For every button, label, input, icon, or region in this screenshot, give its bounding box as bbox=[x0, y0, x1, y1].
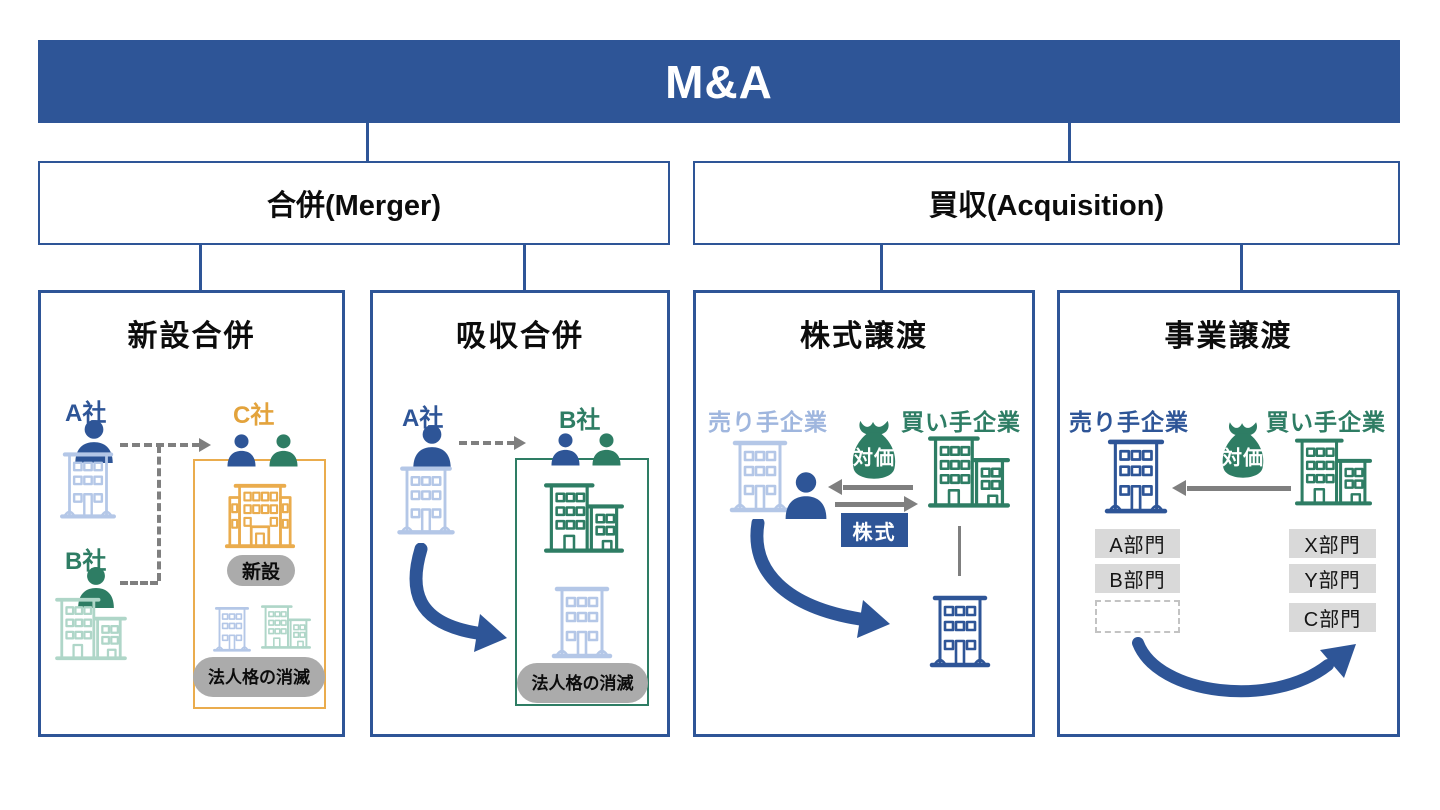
building-icon bbox=[1295, 426, 1372, 518]
dashed-connector-line bbox=[157, 445, 161, 581]
building-icon bbox=[928, 427, 1010, 517]
branch-acquisition: 買収(Acquisition) bbox=[693, 161, 1400, 245]
building-icon bbox=[261, 600, 311, 654]
dept-box-c: C部門 bbox=[1289, 603, 1376, 632]
person-icon bbox=[225, 431, 258, 469]
dashed-arrowhead-icon bbox=[199, 438, 211, 452]
dept-box-b: B部門 bbox=[1095, 564, 1180, 593]
arrowhead-right-icon bbox=[904, 496, 918, 512]
dashed-connector-line bbox=[120, 581, 158, 585]
seller-label: 売り手企業 bbox=[708, 409, 828, 435]
company-b-label: B社 bbox=[559, 407, 601, 434]
dept-box-a: A部門 bbox=[1095, 529, 1180, 558]
connector-acq-kabushiki bbox=[880, 245, 883, 290]
connector-merger-shinsetsu bbox=[199, 245, 202, 290]
dept-box-x: X部門 bbox=[1289, 529, 1376, 558]
dissolution-pill: 法人格の消滅 bbox=[517, 663, 648, 703]
money-bag-icon: 対価 bbox=[1215, 418, 1271, 488]
consideration-arrow-line bbox=[1187, 486, 1291, 491]
person-icon bbox=[782, 467, 830, 523]
consideration-arrow-line bbox=[843, 485, 913, 490]
building-icon bbox=[925, 591, 995, 671]
building-icon bbox=[210, 604, 254, 654]
panel-title: 吸収合併 bbox=[456, 320, 584, 353]
building-icon bbox=[1104, 434, 1168, 518]
seller-label: 売り手企業 bbox=[1069, 409, 1189, 435]
dashed-arrowhead-icon bbox=[514, 436, 526, 450]
connector-acq-jigyo bbox=[1240, 245, 1243, 290]
building-icon bbox=[544, 479, 624, 557]
panel-jigyo-joto: 事業譲渡 売り手企業 対価 買い手企業 A部門 bbox=[1057, 290, 1400, 737]
branch-merger-label: 合併(Merger) bbox=[266, 190, 441, 222]
dept-box-transferred-empty bbox=[1095, 600, 1180, 633]
building-icon bbox=[396, 462, 456, 538]
branch-acquisition-label: 買収(Acquisition) bbox=[928, 190, 1165, 222]
new-company-frame: 新設 法人格の消滅 bbox=[193, 434, 326, 709]
stock-arrow-line bbox=[835, 502, 905, 507]
building-icon bbox=[58, 448, 118, 522]
root-title-banner: M&A bbox=[38, 40, 1400, 123]
arrowhead-left-icon bbox=[1172, 480, 1186, 496]
panel-title: 事業譲渡 bbox=[1164, 320, 1293, 353]
company-c-label: C社 bbox=[233, 402, 275, 429]
ownership-line bbox=[958, 526, 961, 576]
merge-flow-arrow bbox=[409, 543, 507, 652]
business-transfer-arrow bbox=[1132, 637, 1356, 698]
building-icon bbox=[550, 582, 614, 662]
panel-kabushiki-joto: 株式譲渡 売り手企業 対価 株式 買い手企業 bbox=[693, 290, 1035, 737]
panel-shinsetsu-gappei: 新設合併 A社 B社 C社 bbox=[38, 290, 345, 737]
person-icon bbox=[590, 430, 623, 468]
person-icon bbox=[409, 424, 455, 468]
stock-tag: 株式 bbox=[841, 513, 908, 547]
buyer-label: 買い手企業 bbox=[901, 409, 1021, 435]
buyer-label: 買い手企業 bbox=[1266, 409, 1386, 435]
panel-title: 株式譲渡 bbox=[800, 320, 928, 353]
dashed-arrow-line bbox=[459, 441, 515, 445]
building-icon bbox=[55, 596, 127, 662]
arrowhead-left-icon bbox=[828, 479, 842, 495]
building-icon bbox=[729, 434, 791, 518]
branch-merger: 合併(Merger) bbox=[38, 161, 670, 245]
panel-kyushu-gappei: 吸収合併 A社 B社 bbox=[370, 290, 670, 737]
new-establishment-pill: 新設 bbox=[227, 555, 295, 586]
surviving-company-frame: 法人格の消滅 bbox=[515, 433, 649, 706]
building-icon bbox=[223, 482, 297, 552]
person-icon bbox=[549, 430, 582, 468]
connector-banner-acquisition bbox=[1068, 123, 1071, 161]
connector-banner-merger bbox=[366, 123, 369, 161]
person-icon bbox=[267, 431, 300, 469]
root-title: M&A bbox=[665, 55, 773, 108]
connector-merger-kyushu bbox=[523, 245, 526, 290]
transfer-flow-arrow bbox=[750, 519, 890, 638]
dissolution-pill: 法人格の消滅 bbox=[193, 657, 325, 697]
panel-title: 新設合併 bbox=[127, 320, 256, 353]
money-bag-icon: 対価 bbox=[844, 418, 904, 488]
dept-box-y: Y部門 bbox=[1289, 564, 1376, 593]
